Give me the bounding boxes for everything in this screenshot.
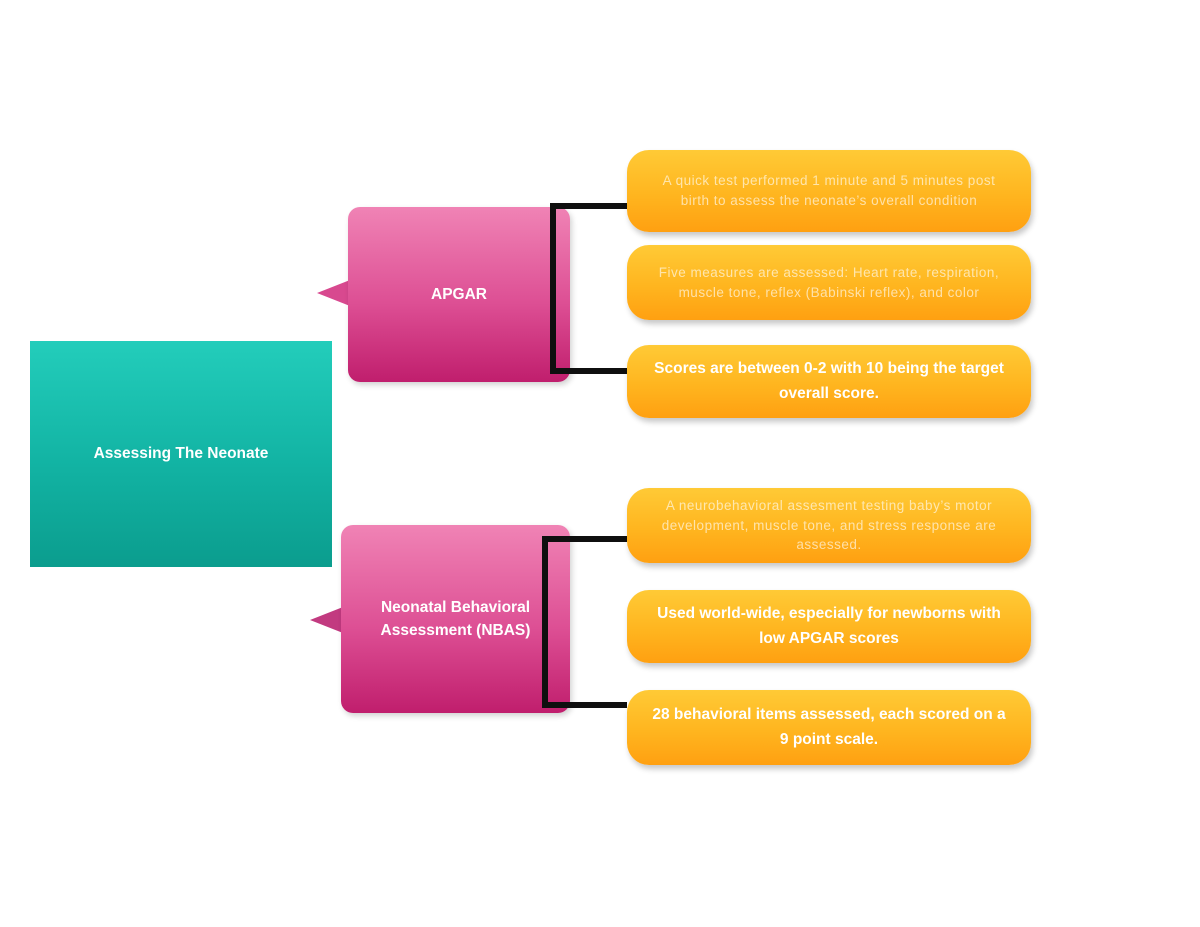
leaf-note-text: A quick test performed 1 minute and 5 mi… <box>662 173 996 208</box>
connector-apgar-vertical <box>550 203 556 374</box>
branch-node-apgar: APGAR <box>348 207 570 382</box>
speech-tail-apgar <box>317 280 350 306</box>
leaf-note-apgar-five-measures: Five measures are assessed: Heart rate, … <box>627 245 1031 320</box>
root-node-label: Assessing The Neonate <box>93 445 269 462</box>
connector-apgar-to-leaf3 <box>550 368 627 374</box>
leaf-note-nbas-28-items: 28 behavioral items assessed, each score… <box>627 690 1031 765</box>
leaf-note-nbas-worldwide: Used world-wide, especially for newborns… <box>627 590 1031 663</box>
leaf-note-text: A neurobehavioral assesment testing baby… <box>661 498 997 553</box>
leaf-note-apgar-scores: Scores are between 0-2 with 10 being the… <box>627 345 1031 418</box>
branch-label-nbas: Neonatal Behavioral Assessment (NBAS) <box>380 598 531 639</box>
leaf-note-apgar-quick-test: A quick test performed 1 minute and 5 mi… <box>627 150 1031 232</box>
connector-apgar-to-leaf1 <box>550 203 627 209</box>
speech-tail-nbas <box>310 607 343 633</box>
connector-nbas-vertical <box>542 536 548 708</box>
root-node-assessing-the-neonate: Assessing The Neonate <box>30 341 332 567</box>
connector-nbas-to-leaf4 <box>542 536 627 542</box>
branch-label-apgar: APGAR <box>431 285 487 303</box>
leaf-note-text: 28 behavioral items assessed, each score… <box>652 706 1006 748</box>
leaf-note-nbas-neurobehavioral: A neurobehavioral assesment testing baby… <box>627 488 1031 563</box>
connector-nbas-to-leaf6 <box>542 702 627 708</box>
leaf-note-text: Used world-wide, especially for newborns… <box>657 605 1001 647</box>
branch-node-nbas: Neonatal Behavioral Assessment (NBAS) <box>341 525 570 713</box>
leaf-note-text: Scores are between 0-2 with 10 being the… <box>654 360 1004 402</box>
leaf-note-text: Five measures are assessed: Heart rate, … <box>658 264 1000 300</box>
